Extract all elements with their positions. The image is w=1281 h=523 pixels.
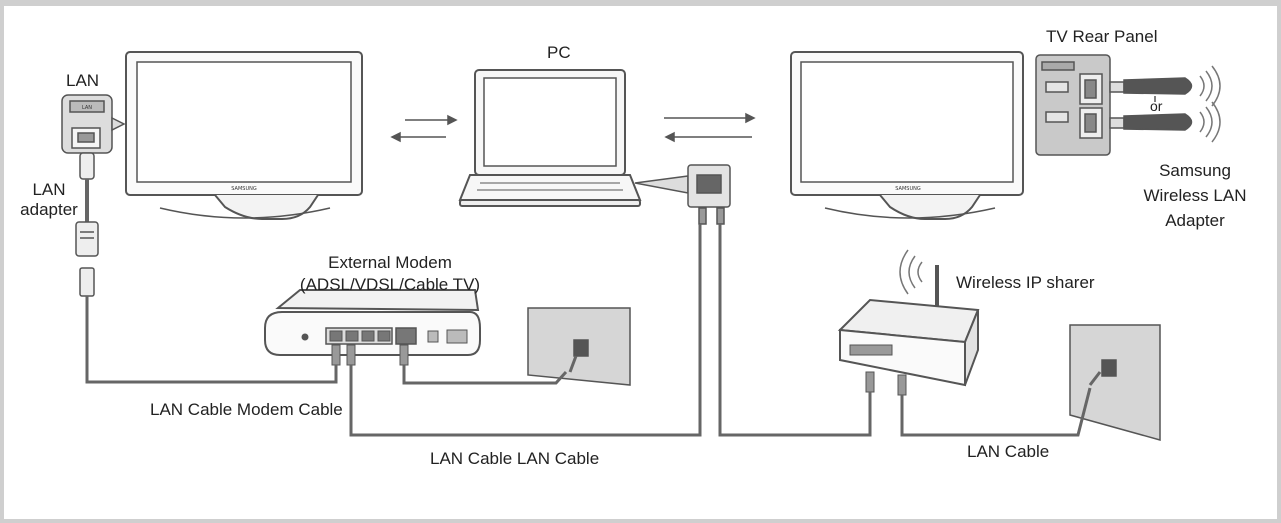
samsung-label-line1: Samsung [1159,161,1231,180]
lan-adapter-label-line1: LAN [32,180,66,199]
wireless-ip-sharer [837,265,980,396]
modem-label-line2: (ADSL/VDSL/Cable TV) [299,275,481,294]
wall-outlet-router [1069,324,1161,441]
right-tv-brand: SAMSUNG [895,186,921,192]
cables [85,224,1092,437]
left-tv-brand: SAMSUNG [231,186,257,192]
wireless-ip-sharer-label: Wireless IP sharer [956,273,1095,292]
samsung-label-line2: Wireless LAN [1143,186,1247,205]
cable-label-left: LAN Cable Modem Cable [150,400,343,419]
external-modem-label: External Modem (ADSL/VDSL/Cable TV) [270,253,510,295]
arrows-right [664,112,756,143]
tv-rear-panel-label: TV Rear Panel [1046,27,1158,46]
lan-adapter-label: LAN adapter [14,180,84,220]
cable-label-middle: LAN Cable LAN Cable [430,449,600,468]
arrows-left [390,114,458,143]
lan-adapter-device: LAN [61,94,126,297]
cable-label-right: LAN Cable [967,442,1050,461]
wireless-signal-waves-router [899,249,923,295]
wall-outlet-modem [527,307,631,386]
pc-laptop [458,69,642,207]
right-tv: SAMSUNG [790,51,1024,220]
external-modem [264,289,481,366]
samsung-wireless-lan-adapter-label: Samsung Wireless LAN Adapter [1125,161,1265,231]
lan-adapter-label-line2: adapter [20,200,78,219]
wireless-lan-adapters [1109,77,1193,131]
wireless-signal-waves-tv [1199,65,1221,143]
or-label: or [1150,98,1163,114]
pc-label: PC [547,43,571,62]
lan-port-tag: LAN [82,105,92,111]
samsung-label-line3: Adapter [1165,211,1225,230]
tv-rear-panel [1035,54,1111,156]
pc-lan-port-callout [634,164,731,225]
left-tv: SAMSUNG [125,51,363,220]
lan-label: LAN [66,71,100,90]
modem-label-line1: External Modem [328,253,452,272]
